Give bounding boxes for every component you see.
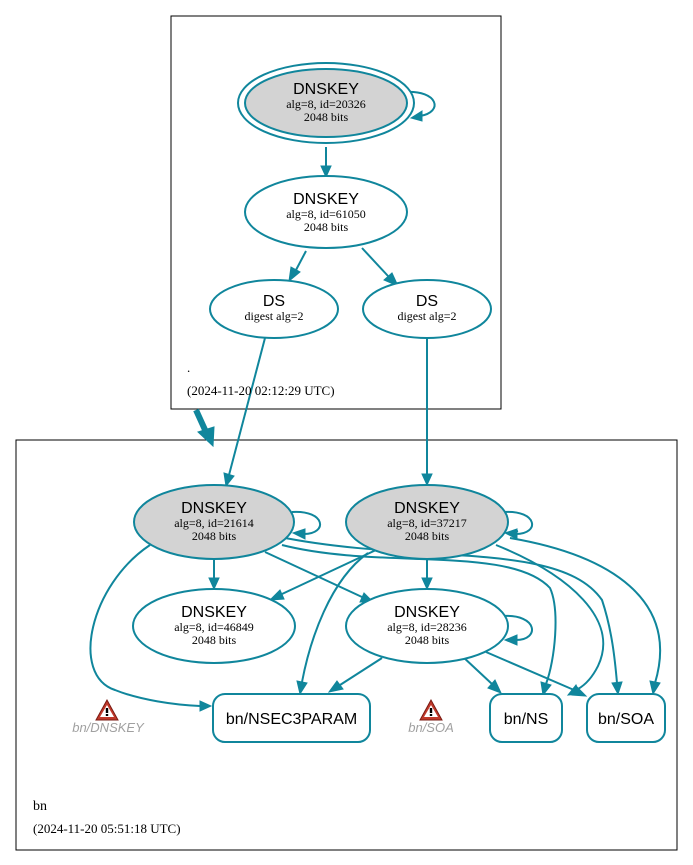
root-zone-name: . [187,360,190,375]
edge-ksk-b-self [503,510,533,535]
edge-zsk-b-nsec3param [339,657,383,686]
node-title: DNSKEY [394,604,460,621]
node-detail: alg=8, id=46849 [174,620,254,634]
node-bn-ns[interactable]: bn/NS [489,693,563,743]
node-label: bn/SOA [598,711,654,728]
node-detail: 2048 bits [405,529,450,543]
node-title: DNSKEY [293,191,359,208]
warning-bn-soa[interactable]: bn/SOA [408,698,454,735]
edge-ksk-a-nsec3param [89,544,201,707]
node-detail: digest alg=2 [397,309,456,323]
node-detail: alg=8, id=37217 [387,516,467,530]
node-bn-zsk-b[interactable]: DNSKEY alg=8, id=28236 2048 bits [345,588,509,664]
bn-zone-timestamp: (2024-11-20 05:51:18 UTC) [33,821,181,836]
node-root-ksk[interactable]: DNSKEY alg=8, id=20326 2048 bits [237,62,415,144]
node-detail: 2048 bits [192,529,237,543]
edge-ksk-b-soa-entry [509,530,519,534]
node-label: bn/NS [504,711,548,728]
node-bn-soa[interactable]: bn/SOA [586,693,666,743]
edge-zsk-b-self [502,614,533,641]
warning-triangle-icon [419,698,443,721]
bn-zone-cluster [15,439,678,851]
node-detail: alg=8, id=20326 [286,97,366,111]
warning-bn-dnskey[interactable]: bn/DNSKEY [72,698,145,735]
node-label: bn/NSEC3PARAM [226,711,357,728]
bn-zone-name: bn [33,799,47,814]
edge-ksk-a-self [291,510,321,535]
node-title: DNSKEY [394,500,460,517]
node-title: DNSKEY [181,500,247,517]
edge-ksk-b-nsec3param [301,552,369,683]
node-bn-ksk-a[interactable]: DNSKEY alg=8, id=21614 2048 bits [133,484,295,560]
warning-triangle-icon [95,698,119,721]
node-bn-ksk-b[interactable]: DNSKEY alg=8, id=37217 2048 bits [345,484,509,560]
node-detail: 2048 bits [304,220,349,234]
edge-ksk-a-ns [281,544,557,685]
node-bn-nsec3param[interactable]: bn/NSEC3PARAM [212,693,371,743]
node-detail: 2048 bits [304,110,349,124]
node-detail: 2048 bits [405,633,450,647]
node-title: DS [263,293,285,310]
node-root-ds-right[interactable]: DS digest alg=2 [362,279,492,339]
node-title: DS [416,293,438,310]
node-title: DNSKEY [293,81,359,98]
warning-label: bn/SOA [408,720,454,735]
edge-zsk-b-ns [461,655,493,685]
node-detail: 2048 bits [192,633,237,647]
node-detail: digest alg=2 [244,309,303,323]
edge-zsk-b-soa [485,651,575,691]
node-root-zsk[interactable]: DNSKEY alg=8, id=61050 2048 bits [244,175,408,249]
edge-ds-left-ksk-a [228,337,266,476]
edge-zsk-ds-right [361,247,389,277]
root-zone-timestamp: (2024-11-20 02:12:29 UTC) [187,383,335,398]
node-title: DNSKEY [181,604,247,621]
node-root-ds-left[interactable]: DS digest alg=2 [209,279,339,339]
node-bn-zsk-a[interactable]: DNSKEY alg=8, id=46849 2048 bits [132,588,296,664]
root-zone-cluster [170,15,502,410]
node-detail: alg=8, id=28236 [387,620,467,634]
warning-label: bn/DNSKEY [72,720,145,735]
edge-root-ksk-self [404,90,436,117]
edge-ksk-b-ns [495,544,605,690]
edge-ksk-b-soa [509,537,661,684]
node-detail: alg=8, id=61050 [286,207,366,221]
edge-ksk-a-zsk-b [264,551,363,598]
edge-zsk-ds-left [295,250,307,271]
edge-ksk-b-zsk-a [281,549,377,595]
edge-delegation [193,408,209,434]
node-detail: alg=8, id=21614 [174,516,254,530]
edges [89,90,661,712]
